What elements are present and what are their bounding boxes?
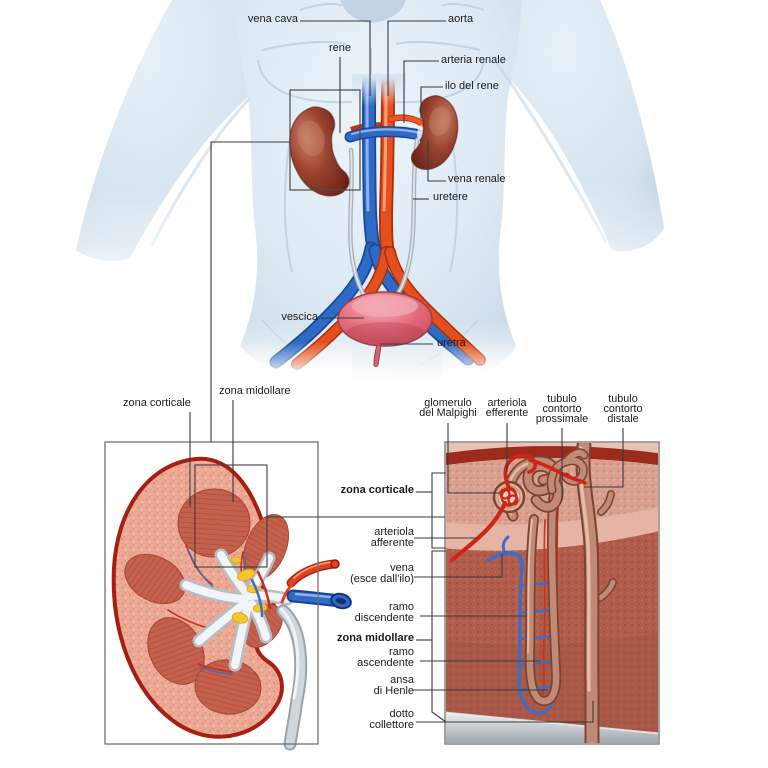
kidney-cross-section — [111, 456, 352, 751]
label-tubulo-contorto-prossimale: tubulo contorto prossimale — [535, 393, 589, 425]
label-rene: rene — [328, 42, 352, 54]
detail-boxes — [104, 89, 660, 745]
label-glomerulo-del-malpighi: glomerulo del Malpighi — [419, 397, 477, 419]
renal-vein-vessel — [344, 126, 430, 143]
neck-shadow — [340, 0, 406, 23]
label-vena-esce-dall-ilo: vena (esce dall'ilo) — [350, 562, 414, 585]
kidney-zoom-box — [289, 89, 361, 191]
artery-cut-end — [330, 559, 340, 569]
ureters — [348, 137, 420, 305]
label-zona-corticale-section: zona corticale — [123, 397, 191, 409]
label-zona-midollare-nephron: zona midollare — [336, 632, 414, 644]
bladder — [337, 291, 433, 367]
arterioles — [449, 453, 587, 563]
nephron-panel-box — [444, 441, 660, 745]
hilar-fat — [230, 556, 268, 624]
label-ramo-ascendente: ramo ascendente — [357, 646, 414, 669]
section-ureter — [276, 604, 308, 751]
label-ilo-del-rene: ilo del rene — [445, 80, 499, 92]
label-arteriola-efferente: arteriola efferente — [485, 397, 529, 419]
label-tubulo-contorto-distale: tubulo contorto distale — [603, 393, 643, 425]
bowman-capsule — [492, 480, 526, 514]
vena-cava-vessel — [362, 75, 381, 257]
label-zona-midollare-section: zona midollare — [219, 385, 291, 397]
loop-of-henle — [524, 486, 562, 706]
urinary-organs — [60, 74, 720, 394]
label-arteriola-afferente: arteriola afferente — [370, 526, 414, 549]
nephron-panel — [446, 443, 658, 743]
label-ansa-di-henle: ansa di Henle — [373, 674, 414, 697]
kidney-left — [289, 106, 350, 197]
label-vena-cava: vena cava — [247, 13, 298, 25]
label-dotto-collettore: dotto collettore — [369, 708, 414, 731]
papilla-gray — [446, 712, 658, 743]
label-vena-renale: vena renale — [448, 173, 506, 185]
label-uretere: uretere — [433, 191, 468, 203]
venules — [487, 535, 524, 570]
label-uretra: uretra — [437, 337, 466, 349]
nephron-zoom-box — [194, 464, 268, 568]
leader-lines — [189, 20, 624, 723]
label-zona-corticale-nephron: zona corticale — [340, 484, 414, 496]
renal-artery-vessel — [387, 114, 427, 128]
label-ramo-discendente: ramo discendente — [354, 601, 414, 624]
label-arteria-renale: arteria renale — [441, 54, 506, 66]
aorta-vessel — [378, 77, 395, 259]
hilar-vessels — [250, 559, 348, 618]
kidney-right — [410, 95, 459, 171]
label-aorta: aorta — [448, 13, 474, 25]
label-vescica: vescica — [281, 311, 318, 323]
capsule-band — [446, 446, 658, 466]
